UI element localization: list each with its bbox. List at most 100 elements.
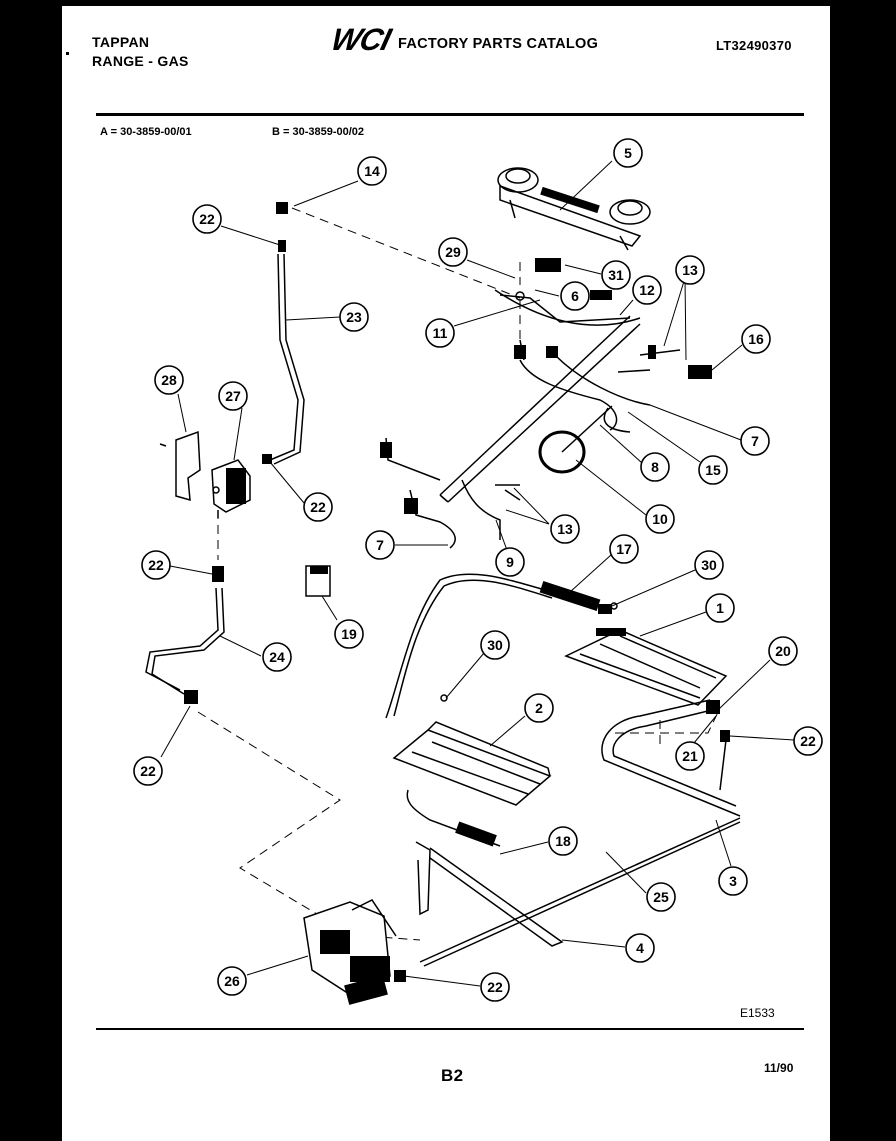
svg-text:22: 22 [800,733,816,749]
svg-text:22: 22 [310,499,326,515]
callout-22-b: 22 [303,492,333,522]
svg-text:23: 23 [346,309,362,325]
callout-30-b: 30 [480,630,510,660]
callout-1: 1 [705,593,735,623]
svg-text:16: 16 [748,331,764,347]
callout-25: 25 [646,882,676,912]
svg-text:1: 1 [716,600,724,616]
callout-19: 19 [334,619,364,649]
callout-28: 28 [154,365,184,395]
model-b: B = 30-3859-00/02 [272,126,365,138]
callout-7-a: 7 [740,426,770,456]
svg-text:28: 28 [161,372,177,388]
callout-23: 23 [339,302,369,332]
diagram-code: E1533 [740,1006,775,1020]
svg-text:9: 9 [506,554,514,570]
broil-burner [564,628,728,706]
product-type: RANGE - GAS [92,53,189,69]
svg-text:7: 7 [376,537,384,553]
callout-22-a: 22 [192,204,222,234]
svg-text:18: 18 [555,833,571,849]
callout-4: 4 [625,933,655,963]
bake-burner [392,721,552,806]
callout-22-e: 22 [793,726,823,756]
burner-assembly [497,167,651,251]
footer-rule [96,1028,804,1030]
callout-14: 14 [357,156,387,186]
callout-18: 18 [548,826,578,856]
catalog-title: FACTORY PARTS CATALOG [398,36,599,52]
callout-24: 24 [262,642,292,672]
svg-text:3: 3 [729,873,737,889]
top-burner-tube [262,202,305,465]
thermostat-valve [303,899,406,1005]
svg-text:11: 11 [433,325,448,341]
svg-text:22: 22 [148,557,164,573]
svg-text:26: 26 [224,973,240,989]
brackets [159,430,251,518]
callout-5: 5 [613,138,643,168]
svg-text:22: 22 [140,763,156,779]
ignition-module [305,565,331,597]
svg-text:19: 19 [341,626,357,642]
callout-22-f: 22 [480,972,510,1002]
callout-22-c: 22 [141,550,171,580]
bake-tube [419,817,741,967]
svg-text:13: 13 [682,262,698,278]
callout-13-b: 13 [550,514,580,544]
callout-20: 20 [768,636,798,666]
callout-11: 11 [425,318,455,348]
callout-21: 21 [675,741,705,771]
header-rule [96,113,804,116]
svg-text:10: 10 [652,511,668,527]
svg-text:4: 4 [636,940,644,956]
svg-text:30: 30 [487,637,503,653]
callout-13-a: 13 [675,255,705,285]
callout-8: 8 [640,452,670,482]
svg-text:22: 22 [487,979,503,995]
page-label: B2 [441,1066,464,1085]
callout-15: 15 [698,455,728,485]
svg-text:7: 7 [751,433,759,449]
svg-text:12: 12 [639,282,655,298]
callout-2: 2 [524,693,554,723]
callout-30-a: 30 [694,550,724,580]
broil-tube [601,699,741,817]
svg-text:5: 5 [624,145,632,161]
svg-text:6: 6 [571,288,579,304]
model-a: A = 30-3859-00/01 [100,126,192,138]
svg-text:14: 14 [364,163,380,179]
callout-6: 6 [560,281,590,311]
svg-text:15: 15 [705,462,721,478]
catalog-number: LT32490370 [716,38,792,53]
callout-22-d: 22 [133,756,163,786]
callout-27: 27 [218,381,248,411]
bake-igniter [406,789,501,916]
svg-text:21: 21 [682,748,698,764]
callout-10: 10 [645,504,675,534]
callout-29: 29 [438,237,468,267]
callout-7-b: 7 [365,530,395,560]
callout-26: 26 [217,966,247,996]
svg-text:17: 17 [616,541,632,557]
svg-text:8: 8 [651,459,659,475]
igniter-cable [385,573,618,719]
oven-burner-tube [145,566,225,704]
svg-text:27: 27 [225,388,241,404]
svg-text:2: 2 [535,700,543,716]
brand-name: TAPPAN [92,34,150,50]
callout-17: 17 [609,534,639,564]
svg-text:13: 13 [557,521,573,537]
callout-16: 16 [741,324,771,354]
svg-text:25: 25 [653,889,669,905]
callout-31: 31 [601,260,631,290]
callout-12: 12 [632,275,662,305]
callout-9: 9 [495,547,525,577]
svg-text:24: 24 [269,649,285,665]
orifice-disc [538,405,613,474]
callout-3: 3 [718,866,748,896]
svg-text:30: 30 [701,557,717,573]
svg-text:22: 22 [199,211,215,227]
